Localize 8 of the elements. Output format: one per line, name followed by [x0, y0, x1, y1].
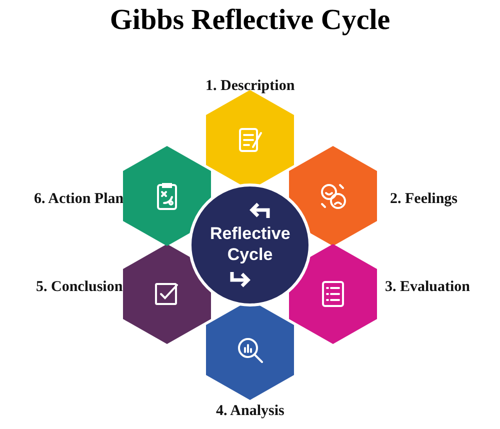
- step-label: 2. Feelings: [390, 191, 458, 208]
- title: Gibbs Reflective Cycle: [108, 4, 392, 37]
- step-label: 4. Analysis: [216, 403, 284, 420]
- step-label: 5. Conclusion: [36, 279, 123, 296]
- center-label: Reflective Cycle: [210, 223, 290, 265]
- step-label: 6. Action Plan: [34, 191, 124, 208]
- step-label: 1. Description: [206, 78, 295, 95]
- step-label: 3. Evaluation: [385, 279, 470, 296]
